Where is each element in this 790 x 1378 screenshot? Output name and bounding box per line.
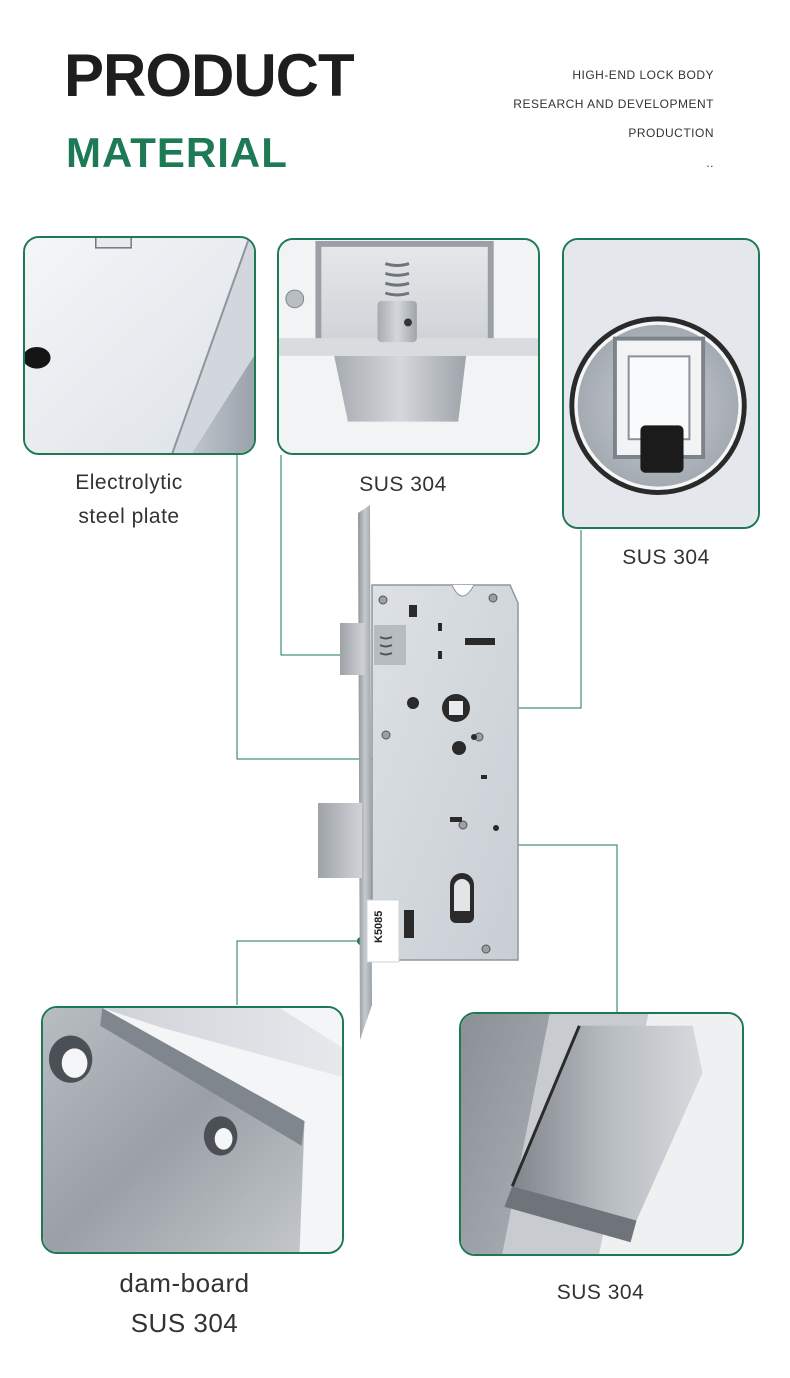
latch-spring-label: SUS 304 xyxy=(359,473,447,496)
spindle-hub-label: SUS 304 xyxy=(622,546,710,569)
tagline-1: HIGH-END LOCK BODY xyxy=(572,68,714,82)
dam-board-label: dam-board SUS 304 xyxy=(41,1263,328,1343)
steel-plate-label: Electrolytic steel plate xyxy=(23,466,235,534)
connector-latch-spring xyxy=(280,455,353,656)
page-title: PRODUCT xyxy=(64,42,355,109)
mortise-lock-body-image xyxy=(318,505,519,1040)
tagline-3: PRODUCTION xyxy=(628,126,714,140)
steel-plate-label-line2: steel plate xyxy=(78,505,180,528)
deadbolt-label: SUS 304 xyxy=(556,1281,645,1304)
spindle-hub-closeup-image xyxy=(562,238,760,529)
dam-board-closeup-image xyxy=(41,1006,344,1254)
steel-plate-label-line1: Electrolytic xyxy=(75,471,183,494)
connector-dam-board xyxy=(236,940,361,1005)
latch-spring-closeup-image xyxy=(277,238,540,455)
steel-plate-closeup-image xyxy=(23,236,256,455)
tagline-2: RESEARCH AND DEVELOPMENT xyxy=(513,97,714,111)
deadbolt-closeup-image xyxy=(459,1012,744,1256)
tagline-4: .. xyxy=(706,156,714,170)
lock-model-label: K5085 xyxy=(373,910,385,943)
page-subtitle: MATERIAL xyxy=(66,129,288,176)
dam-board-label-line1: dam-board xyxy=(119,1268,250,1298)
dam-board-label-line2: SUS 304 xyxy=(130,1308,239,1338)
connector-steel-plate xyxy=(236,455,399,760)
